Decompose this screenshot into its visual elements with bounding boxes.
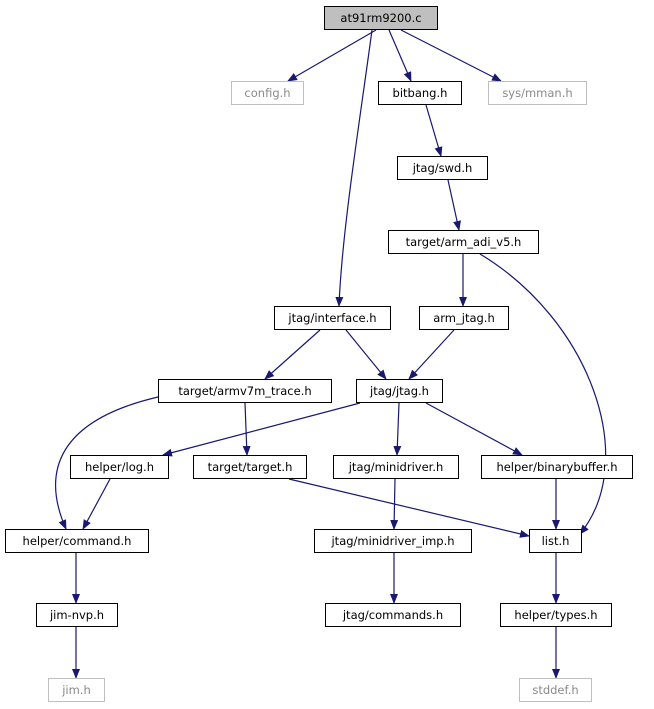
node-list-h[interactable]: list.h [529, 529, 582, 553]
node-jim-nvp-h[interactable]: jim-nvp.h [36, 603, 118, 627]
edge-bitbang-to-swd [425, 104, 443, 157]
edge-root-to-interface [335, 29, 373, 307]
edge-jtag-to-minidriver [393, 402, 402, 456]
edge-root-to-bitbang [388, 29, 412, 82]
node-helper-types-h[interactable]: helper/types.h [500, 603, 612, 627]
node-helper-command-h[interactable]: helper/command.h [5, 529, 149, 553]
edge-target-to-list [288, 478, 530, 538]
node-target-target-h[interactable]: target/target.h [193, 455, 307, 479]
edge-adi-to-list [479, 253, 607, 535]
edge-trace-to-command [55, 396, 159, 530]
node-at91rm9200-c[interactable]: at91rm9200.c [324, 6, 438, 30]
edge-log-to-command [82, 478, 111, 530]
edge-interface-to-trace [264, 329, 321, 380]
node-sys-mman-h[interactable]: sys/mman.h [488, 81, 587, 105]
node-config-h[interactable]: config.h [231, 81, 304, 105]
edge-jtag-to-log [162, 402, 361, 457]
node-jtag-minidriver-h[interactable]: jtag/minidriver.h [333, 455, 459, 479]
edge-interface-to-jtag [345, 329, 387, 380]
edge-minidriver-to-imp [390, 478, 399, 530]
node-target-arm-adi-v5-h[interactable]: target/arm_adi_v5.h [388, 230, 539, 254]
node-stddef-h[interactable]: stddef.h [519, 678, 592, 702]
node-jtag-commands-h[interactable]: jtag/commands.h [325, 603, 461, 627]
node-jtag-swd-h[interactable]: jtag/swd.h [397, 156, 488, 180]
node-jtag-interface-h[interactable]: jtag/interface.h [274, 306, 391, 330]
node-target-armv7m-trace-h[interactable]: target/armv7m_trace.h [158, 379, 332, 403]
edge-jtag-to-binarybuffer [425, 402, 523, 456]
node-helper-binarybuffer-h[interactable]: helper/binarybuffer.h [481, 455, 633, 479]
node-arm-jtag-h[interactable]: arm_jtag.h [419, 306, 509, 330]
edge-trace-to-target [242, 402, 251, 456]
node-helper-log-h[interactable]: helper/log.h [70, 455, 169, 479]
node-bitbang-h[interactable]: bitbang.h [378, 81, 462, 105]
edge-root-to-config [287, 29, 377, 82]
edge-swd-to-adi [447, 179, 461, 231]
edge-root-to-sys-mman [400, 29, 502, 82]
node-jim-h[interactable]: jim.h [48, 678, 105, 702]
node-jtag-minidriver-imp-h[interactable]: jtag/minidriver_imp.h [314, 529, 472, 553]
node-jtag-jtag-h[interactable]: jtag/jtag.h [356, 379, 443, 403]
edge-arm-jtag-to-jtag [408, 329, 455, 380]
